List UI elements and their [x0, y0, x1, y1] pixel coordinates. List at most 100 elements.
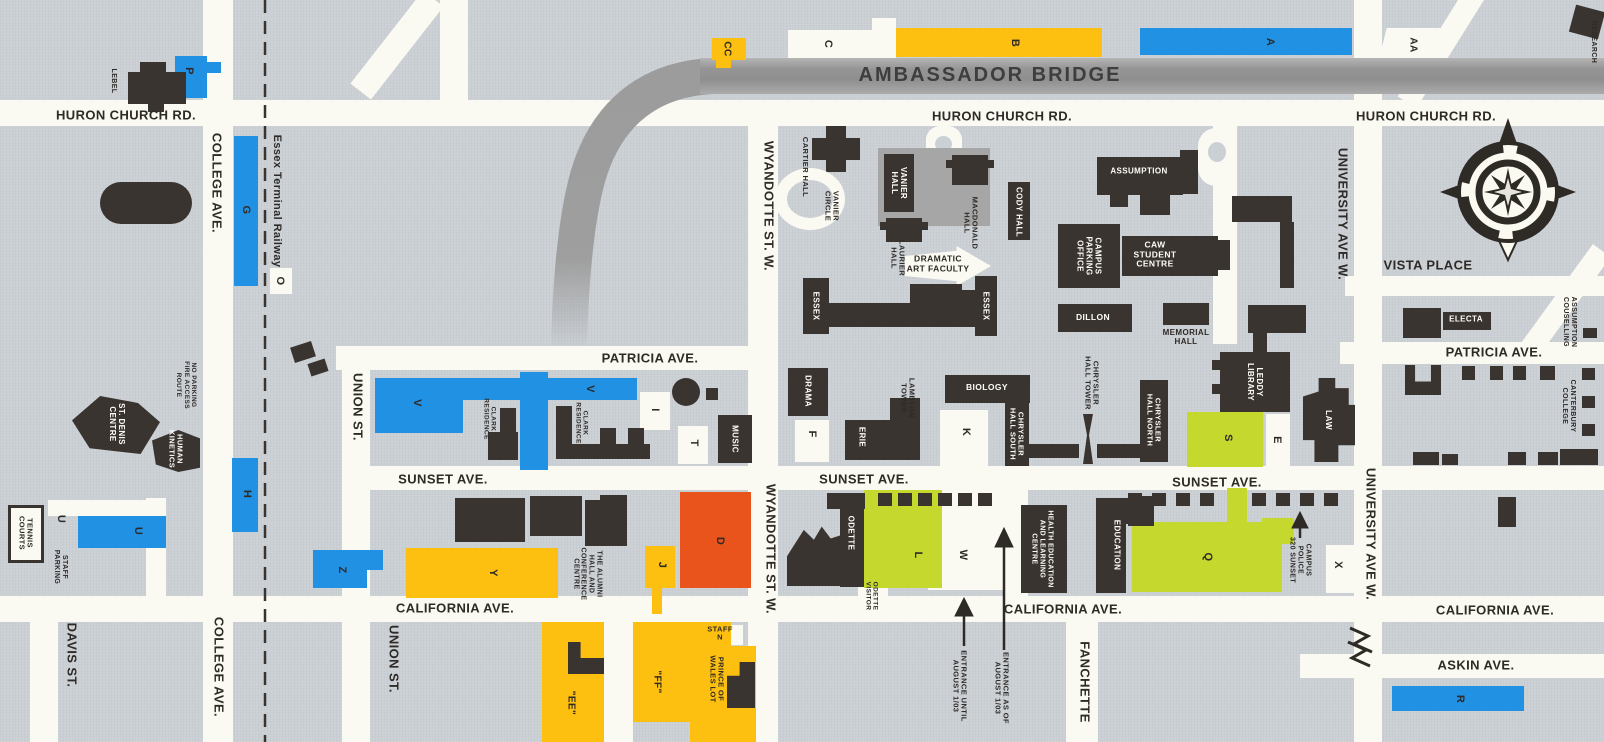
- staff-parking: STAFF PARKING: [53, 549, 68, 585]
- vanier-hall-building: [884, 154, 914, 212]
- caw-student-centre-building: [1122, 236, 1218, 276]
- lot-o: O: [274, 276, 287, 286]
- huron-church-rd-mid: HURON CHURCH RD.: [931, 108, 1073, 124]
- st-denis-centre: ST. DENIS CENTRE: [108, 403, 126, 445]
- canterbury-square-3: [1582, 424, 1595, 436]
- patricia-ave-mid: [336, 346, 768, 370]
- leddy-library: LEDDY LIBRARY: [1246, 362, 1264, 402]
- lot-a: A: [1264, 37, 1277, 47]
- staff-n: STAFF N: [707, 624, 733, 642]
- lot-q: Q: [1202, 552, 1215, 562]
- lebel-building: [128, 72, 186, 104]
- lot-s: S: [1222, 434, 1235, 442]
- chrysler-hall-tower: CHRYSLER HALL TOWER: [1083, 356, 1101, 410]
- college-ave-top: COLLEGE AVE.: [209, 132, 225, 234]
- education: EDUCATION: [1112, 519, 1122, 571]
- erie: ERIE: [857, 426, 867, 448]
- br-square-2: [1442, 454, 1458, 465]
- lot-x: X: [1332, 561, 1345, 569]
- sunset-square-8: [1152, 493, 1166, 506]
- lot-ff: "FF": [651, 670, 663, 694]
- odette-building-bar: [840, 495, 864, 587]
- br-square-3: [1508, 452, 1526, 465]
- vista-place: VISTA PLACE: [1383, 257, 1473, 273]
- v-lot-west: [375, 378, 463, 433]
- water-tower-annex: [706, 388, 718, 400]
- sunset-ave-3: SUNSET AVE.: [1172, 474, 1262, 490]
- j-lot-stem: [652, 588, 662, 614]
- erie-hall-building: [845, 420, 920, 460]
- sunset-ave-2: SUNSET AVE.: [819, 471, 909, 487]
- r-lot: [1392, 686, 1524, 711]
- music-building: [718, 415, 752, 463]
- cody-hall: CODY HALL: [1014, 186, 1024, 238]
- q-lot-arm: [1262, 518, 1294, 544]
- clark-residence-w-2: [488, 432, 518, 460]
- patricia-ave-right: PATRICIA AVE.: [1445, 344, 1543, 360]
- lot-f: F: [806, 430, 819, 438]
- laurier-hall-building: [886, 218, 922, 242]
- a-lot: [1140, 28, 1352, 55]
- health-education-building: [1021, 505, 1067, 593]
- dillon-building: [1058, 304, 1132, 332]
- culdesac-island-1: [1208, 142, 1226, 162]
- alumni-hall-building-1: [455, 498, 525, 542]
- i-lot: [640, 392, 670, 430]
- dillon: DILLON: [1075, 312, 1111, 323]
- wyandotte-st-top: WYANDOTTE ST. W.: [761, 140, 777, 272]
- lot-u-street: U: [55, 514, 68, 524]
- entrance-until: ENTRANCE UNTIL AUGUST 1/03: [951, 650, 969, 722]
- law: LAW: [1323, 409, 1334, 431]
- patricia-square-1: [1462, 366, 1475, 380]
- macdonald-tab-2: [986, 160, 994, 168]
- huron-church-rd-right: HURON CHURCH RD.: [1355, 108, 1497, 124]
- laurier-hall: LAURIER HALL: [889, 239, 907, 277]
- caw-student-centre: CAW STUDENT CENTRE: [1133, 239, 1177, 269]
- drama: DRAMA: [803, 375, 813, 407]
- california-ave-road: [0, 596, 1604, 622]
- assumption: ASSUMPTION: [1110, 166, 1168, 176]
- research: RESEARCH: [1589, 20, 1597, 64]
- l-lot: [864, 490, 942, 588]
- stadium-oval: [100, 182, 192, 224]
- entrance-as-of: ENTRANCE AS OF AUGUST 1/03: [993, 652, 1011, 724]
- prince-of-wales: PRINCE OF WALES LOT: [708, 655, 726, 703]
- alumni-hall-building-4: [600, 495, 627, 535]
- d-lot: [680, 492, 751, 588]
- davis-st-road: [30, 596, 58, 742]
- cody-hall-building: [1008, 182, 1030, 240]
- water-tower: [672, 378, 700, 406]
- lot-ee: "EE": [565, 690, 577, 716]
- e-lot: [1266, 414, 1290, 468]
- canterbury-square-1: [1582, 368, 1595, 380]
- lot-w: W: [957, 549, 970, 561]
- memorial-hall: MEMORIAL HALL: [1162, 328, 1210, 346]
- sunset-square-13: [1300, 493, 1314, 506]
- lot-k: K: [960, 427, 973, 437]
- electa-building-west: [1403, 308, 1441, 338]
- leddy-stem: [1253, 330, 1267, 354]
- vista-place-road: [1345, 276, 1604, 296]
- z-lot: [313, 550, 367, 588]
- electa-hall-bar: [1443, 312, 1491, 330]
- cartier-hall: CARTIER HALL: [801, 136, 811, 198]
- clark-residence-e-3: [628, 428, 644, 444]
- sunset-square-12: [1276, 493, 1290, 506]
- u-lot: [78, 516, 166, 548]
- o-lot: [270, 268, 292, 294]
- lot-z: Z: [336, 566, 349, 574]
- assumption-tab-2: [1140, 195, 1170, 215]
- lot-g: G: [240, 205, 253, 215]
- y-lot: [406, 548, 558, 598]
- macdonald-hall-building: [952, 155, 988, 185]
- sunset-square-11: [1252, 493, 1266, 506]
- q-lot: [1132, 522, 1282, 592]
- essex-hall-east: [975, 276, 997, 336]
- alumni-hall: THE ALUMNI HALL AND CONFERENCE CENTRE: [572, 547, 603, 601]
- lot-d: D: [714, 536, 727, 546]
- sunset-square-6: [978, 493, 992, 506]
- s-lot: [1187, 412, 1263, 467]
